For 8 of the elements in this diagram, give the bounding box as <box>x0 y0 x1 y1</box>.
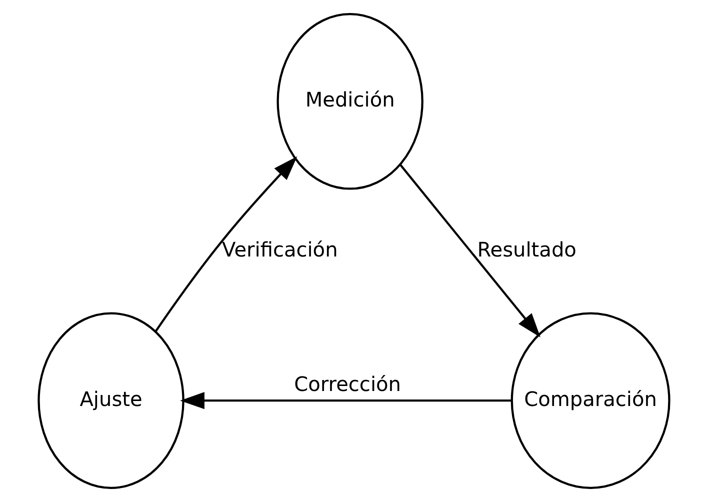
arrow <box>399 164 540 338</box>
edge-label: Verificación <box>222 237 338 262</box>
arrow <box>180 392 512 410</box>
arrow <box>154 156 298 332</box>
edge-label: Corrección <box>294 372 401 396</box>
node-ellipse: Medición <box>276 13 424 190</box>
node-ellipse: Ajuste <box>38 312 184 489</box>
edge-label: Resultado <box>477 237 576 262</box>
